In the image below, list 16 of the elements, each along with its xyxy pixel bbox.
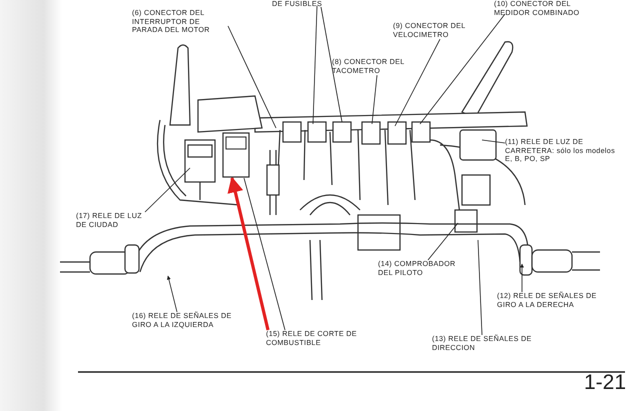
leader-line — [166, 276, 178, 312]
leader-line — [244, 178, 286, 330]
arrow — [228, 176, 270, 330]
leader-line — [394, 38, 440, 126]
leader-line — [482, 140, 506, 144]
leader-line — [428, 222, 458, 260]
page-number: 1-21 — [584, 371, 626, 395]
leader-line — [372, 74, 378, 124]
leader-line — [520, 264, 524, 292]
leader-line — [144, 168, 190, 212]
leader-line — [420, 14, 506, 124]
leader-line — [228, 26, 276, 128]
leader-line — [478, 240, 482, 336]
leader-line — [312, 6, 318, 124]
leader-line — [320, 6, 342, 122]
relay-box — [222, 132, 250, 178]
